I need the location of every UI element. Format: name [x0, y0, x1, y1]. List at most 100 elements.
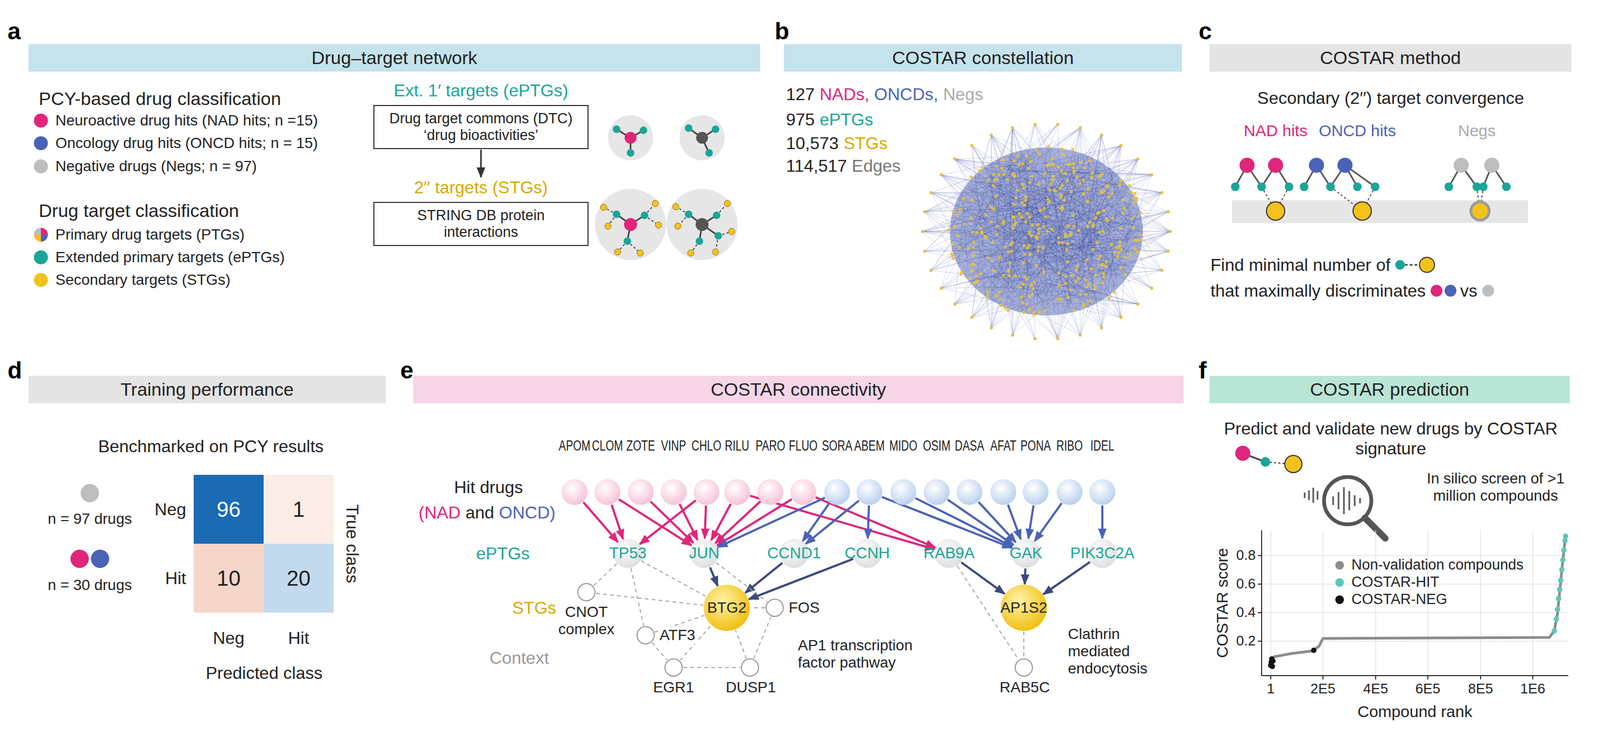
- network-edge: [963, 211, 1019, 269]
- network-edge: [994, 238, 996, 244]
- network-edge: [1002, 230, 1090, 263]
- network-node: [1066, 163, 1070, 167]
- cell-value: 20: [286, 565, 311, 591]
- drawing-part: [1480, 529, 1482, 676]
- text-label: ONCD hits: [1318, 121, 1396, 141]
- network-node: [1032, 280, 1036, 284]
- drug-node: IDEL: [1089, 478, 1116, 505]
- cell-value: 96: [216, 496, 242, 522]
- eptg-name: CCND1: [767, 543, 821, 562]
- network-node: [1020, 201, 1024, 205]
- stg-node: BTG2: [703, 584, 750, 631]
- network-node: [1075, 175, 1079, 179]
- network-node: [1045, 229, 1049, 233]
- network-node: [953, 302, 957, 306]
- network-node: [1118, 240, 1122, 244]
- text-label: Find minimal number of: [1210, 255, 1391, 275]
- network-node: [1089, 266, 1093, 271]
- network-node: [1115, 255, 1120, 259]
- eptg-name: JUN: [689, 543, 720, 562]
- network-node: [983, 235, 987, 239]
- network-node: [1064, 234, 1068, 238]
- drug-node: PONA: [1022, 478, 1049, 505]
- network-node: [969, 216, 973, 220]
- drawing-part: [90, 549, 110, 568]
- network-node: [958, 207, 962, 211]
- network-node: [974, 273, 979, 278]
- network-edge: [1025, 221, 1111, 307]
- process-box: 2′′ targets (STGs)STRING DB protein inte…: [373, 177, 589, 246]
- network-node: [985, 294, 989, 299]
- network-edge: [1014, 202, 1132, 286]
- network-edge: [954, 289, 1066, 304]
- context-name: EGR1: [647, 678, 700, 696]
- convergence-schematic: [1230, 157, 1528, 223]
- drawing-part: [1502, 182, 1511, 191]
- text-label: NAD hits: [1243, 121, 1308, 141]
- text-label: n = 30 drugs: [47, 576, 132, 594]
- network-node: [975, 230, 979, 235]
- network-node: [1081, 178, 1086, 182]
- panel-header: COSTAR method: [1209, 44, 1572, 72]
- network-node: [979, 271, 983, 275]
- box-frame: STRING DB protein interactions: [373, 201, 589, 246]
- network-node: [1010, 126, 1015, 130]
- drug-node: RILU: [724, 478, 750, 505]
- network-node: [994, 164, 998, 168]
- network-node: [1038, 208, 1043, 212]
- drawing-part: [1257, 182, 1266, 191]
- network-node: [1085, 285, 1089, 289]
- network-node: [1089, 175, 1094, 180]
- drawing-part: [679, 115, 725, 161]
- drawing-part: [1257, 583, 1262, 585]
- drawing-part: [695, 217, 709, 231]
- network-node: [1136, 302, 1140, 306]
- network-node: [1010, 249, 1014, 253]
- drawing-part: [1257, 529, 1569, 679]
- network-node: [1011, 215, 1016, 219]
- network-edge: [1073, 203, 1090, 301]
- network-node: [1033, 122, 1037, 126]
- drawing-part: [1559, 566, 1565, 572]
- network-node: [1068, 288, 1073, 292]
- network-node: [1042, 224, 1046, 229]
- text-label: 10,573: [786, 133, 839, 154]
- network-node: [929, 190, 933, 195]
- network-node: [1028, 252, 1032, 257]
- matrix-cell: 10: [193, 543, 264, 613]
- network-node: [1100, 281, 1104, 285]
- legend-text: Primary drug targets (PTGs): [55, 225, 245, 244]
- header-text: COSTAR prediction: [1310, 378, 1470, 400]
- network-node: [1136, 157, 1140, 161]
- network-node: [1085, 199, 1089, 203]
- network-edge: [1001, 272, 1051, 304]
- drug-name: AFAT: [990, 437, 1017, 455]
- drug-name: CHLO: [691, 437, 722, 455]
- network-node: [1029, 159, 1033, 164]
- network-node: [1022, 243, 1026, 247]
- drawing-part: [1261, 674, 1569, 676]
- text-label: ONCDs,: [874, 84, 939, 105]
- drawing-part: [70, 549, 89, 568]
- network-node: [1049, 182, 1053, 186]
- network-node: [1130, 216, 1135, 221]
- text-label: n = 97 drugs: [47, 510, 132, 528]
- network-node: [955, 233, 959, 237]
- network-node: [1062, 198, 1066, 202]
- network-node: [997, 256, 1002, 260]
- drawing-part: [652, 200, 659, 207]
- network-edge: [964, 211, 1080, 256]
- drawing-part: [607, 115, 654, 161]
- text-label: Hit drugs: [454, 477, 523, 498]
- connector: [711, 503, 731, 540]
- drawing-part: [624, 217, 637, 231]
- legend-swatch: [40, 227, 48, 235]
- drawing-part: [1312, 487, 1315, 503]
- network-node: [1078, 292, 1082, 296]
- network-node: [1036, 248, 1040, 252]
- network-node: [1100, 172, 1104, 176]
- network-node: [1021, 300, 1025, 304]
- context-node: FOS: [765, 598, 784, 617]
- class-dot: [1430, 284, 1443, 297]
- network-node: [970, 263, 974, 267]
